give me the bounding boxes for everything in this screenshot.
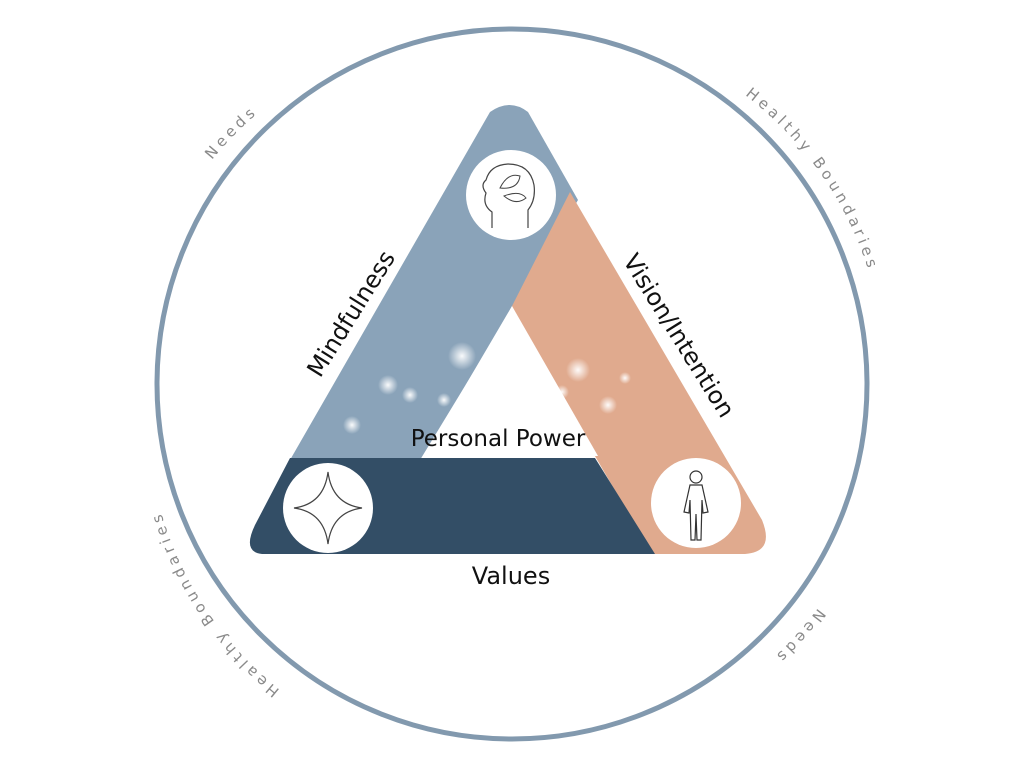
outer-ring [154, 26, 870, 742]
ring-label-top-right: Healthy Boundaries [743, 84, 883, 273]
human-body-icon [651, 458, 741, 548]
personal-power-label: Personal Power [411, 426, 586, 452]
head-with-leaves-icon [466, 150, 556, 240]
sparkles [343, 342, 631, 434]
ring-label-top-left: Needs [201, 102, 261, 163]
values-label: Values [472, 562, 550, 590]
inner-triangle [424, 306, 598, 456]
four-point-star-icon [283, 463, 373, 553]
